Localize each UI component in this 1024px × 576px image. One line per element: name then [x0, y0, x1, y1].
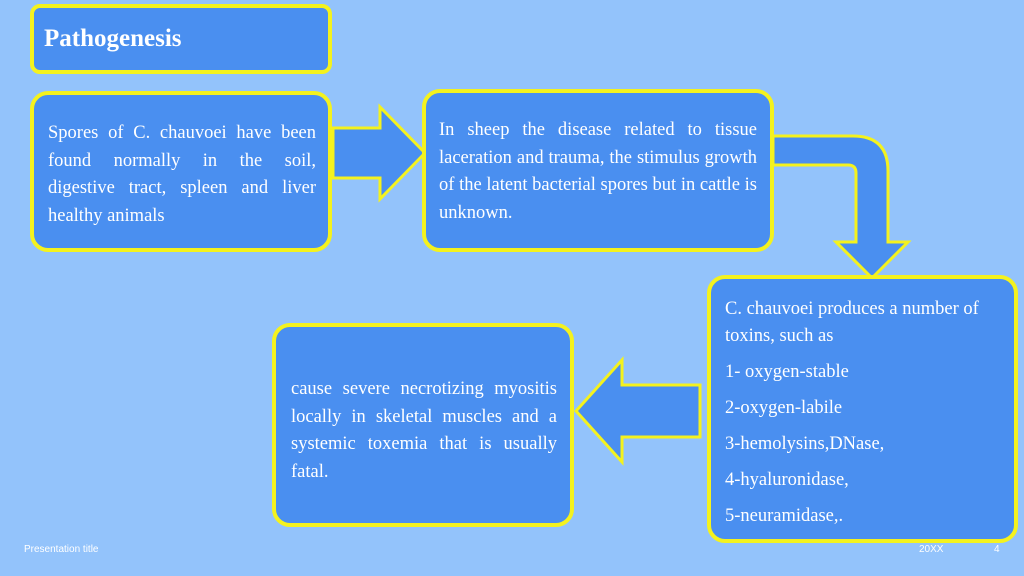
box-myositis-text: cause severe necrotizing myositis locall… [291, 379, 557, 482]
box-spores: Spores of C. chauvoei have been found no… [30, 91, 332, 252]
title-box: Pathogenesis [30, 4, 332, 74]
right-arrow-icon [331, 103, 428, 203]
footer-page-number: 4 [994, 544, 1000, 555]
toxin-item: 5-neuramidase,. [725, 506, 844, 526]
toxin-item: 3-hemolysins,DNase, [725, 434, 885, 454]
toxin-list: C. chauvoei produces a number of toxins,… [725, 296, 1010, 530]
page-title: Pathogenesis [44, 25, 182, 52]
toxin-intro: C. chauvoei produces a number of toxins,… [725, 299, 979, 346]
box-myositis: cause severe necrotizing myositis locall… [272, 323, 574, 527]
toxin-item: 4-hyaluronidase, [725, 470, 849, 490]
box-toxins: C. chauvoei produces a number of toxins,… [707, 275, 1018, 543]
bent-down-arrow-icon [771, 134, 912, 281]
footer-date: 20XX [919, 544, 944, 555]
footer-title: Presentation title [24, 544, 99, 555]
toxin-item: 2-oxygen-labile [725, 398, 843, 418]
toxin-item: 1- oxygen-stable [725, 362, 849, 382]
left-arrow-icon [573, 356, 702, 466]
box-sheep: In sheep the disease related to tissue l… [422, 89, 774, 252]
box-spores-text: Spores of C. chauvoei have been found no… [48, 123, 316, 226]
box-sheep-text: In sheep the disease related to tissue l… [439, 120, 757, 223]
